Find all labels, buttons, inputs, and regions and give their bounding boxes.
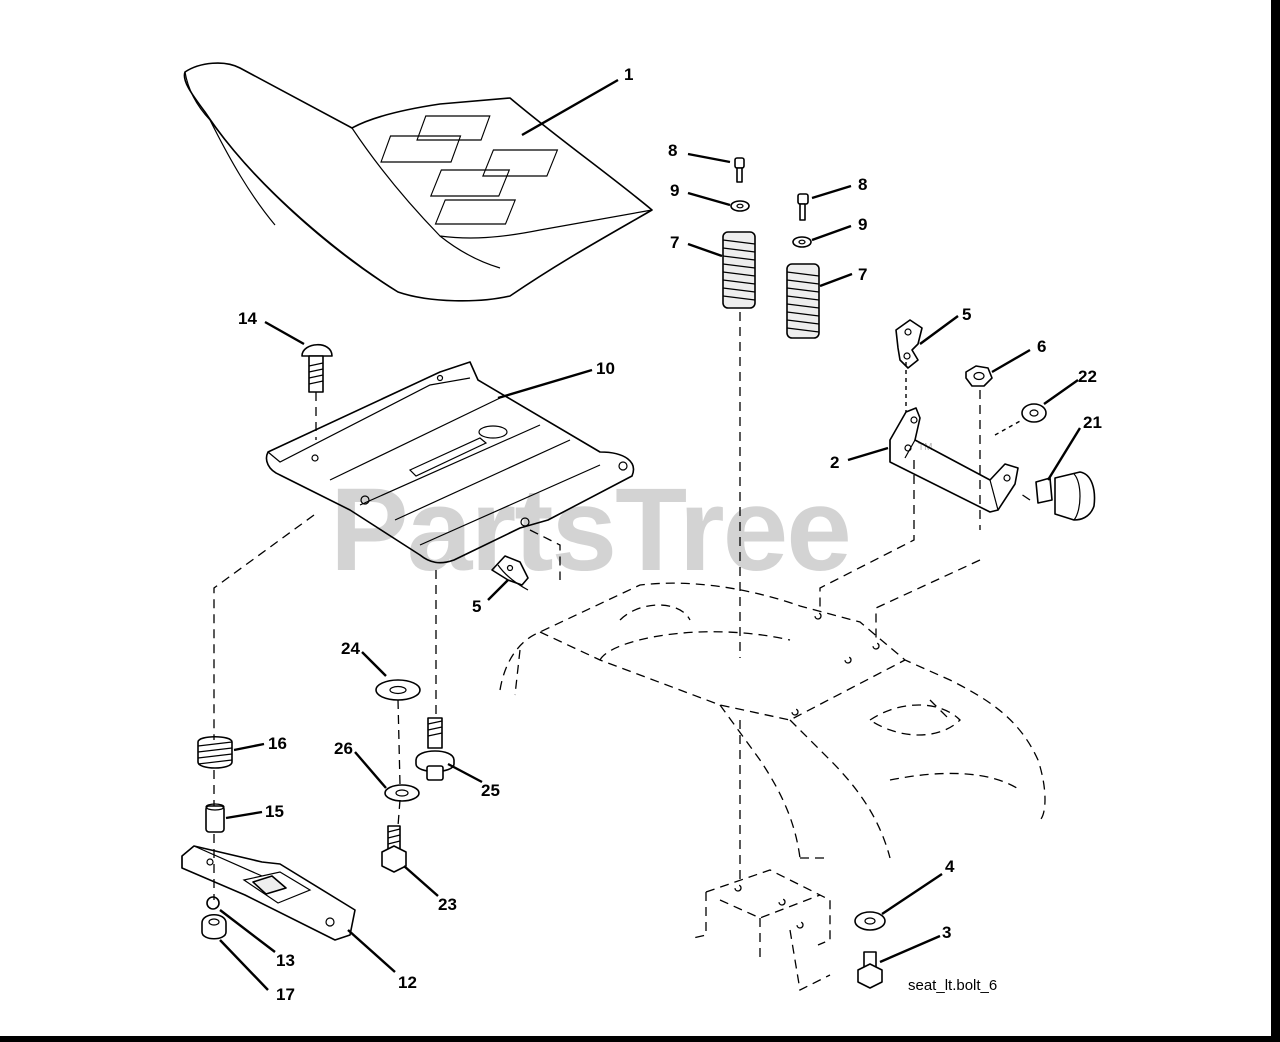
hex-bolt-right-part[interactable] — [857, 951, 883, 989]
shoulder-bolt-part[interactable] — [1035, 471, 1096, 521]
watermark: PartsTree TM — [330, 442, 932, 596]
callout-24[interactable]: 24 — [341, 639, 360, 658]
spring-assembly-left[interactable] — [722, 157, 756, 309]
callout-10[interactable]: 10 — [596, 359, 615, 378]
hex-bolt-part[interactable] — [381, 825, 407, 873]
callout-13[interactable]: 13 — [276, 951, 295, 970]
shoulder-stud-part[interactable] — [415, 717, 455, 781]
callout-6[interactable]: 6 — [1037, 337, 1046, 356]
callout-21[interactable]: 21 — [1083, 413, 1102, 432]
callout-3[interactable]: 3 — [942, 923, 951, 942]
callout-9-right[interactable]: 9 — [858, 215, 867, 234]
assembly-lines — [213, 312, 1031, 900]
flat-washer-large-part[interactable] — [375, 679, 421, 701]
callout-1[interactable]: 1 — [624, 65, 633, 84]
callout-5-upper[interactable]: 5 — [962, 305, 971, 324]
callout-8-left[interactable]: 8 — [668, 141, 677, 160]
callout-7-right[interactable]: 7 — [858, 265, 867, 284]
seat-bracket-part[interactable] — [889, 407, 1019, 513]
callout-7-left[interactable]: 7 — [670, 233, 679, 252]
callout-5-lower[interactable]: 5 — [472, 597, 481, 616]
carriage-bolt-part[interactable] — [301, 343, 333, 393]
watermark-text: PartsTree — [330, 464, 850, 596]
callout-16[interactable]: 16 — [268, 734, 287, 753]
seat-adjust-plate-part[interactable] — [181, 845, 356, 941]
callout-17[interactable]: 17 — [276, 985, 295, 1004]
callout-4[interactable]: 4 — [945, 857, 955, 876]
spacer-part[interactable] — [205, 803, 225, 833]
callout-15[interactable]: 15 — [265, 802, 284, 821]
tractor-chassis-outline — [499, 582, 1046, 859]
callout-9-left[interactable]: 9 — [670, 181, 679, 200]
flat-washer-right-part[interactable] — [854, 911, 886, 931]
callout-12[interactable]: 12 — [398, 973, 417, 992]
spring-assembly-right[interactable] — [786, 193, 820, 339]
callout-labels: 1 8 8 9 9 7 7 5 6 22 21 2 14 10 5 24 16 … — [238, 65, 1102, 1004]
leader-lines — [219, 78, 1082, 991]
compression-spring-part[interactable] — [197, 735, 233, 769]
callout-8-right[interactable]: 8 — [858, 175, 867, 194]
lock-washer-part[interactable] — [1021, 403, 1047, 423]
callout-26[interactable]: 26 — [334, 739, 353, 758]
callout-2[interactable]: 2 — [830, 453, 839, 472]
seat-part[interactable] — [183, 62, 653, 302]
watermark-trademark: TM — [918, 442, 932, 453]
callout-23[interactable]: 23 — [438, 895, 457, 914]
flange-nut-part[interactable] — [201, 896, 227, 940]
seat-clip-lower-part[interactable] — [491, 555, 529, 591]
hex-nut-part[interactable] — [965, 365, 993, 387]
callout-22[interactable]: 22 — [1078, 367, 1097, 386]
callout-25[interactable]: 25 — [481, 781, 500, 800]
flat-washer-small-part[interactable] — [384, 784, 420, 802]
diagram-code: seat_lt.bolt_6 — [908, 977, 997, 994]
seat-pan-part[interactable] — [265, 361, 635, 564]
seat-clip-upper-part[interactable] — [895, 319, 923, 369]
callout-14[interactable]: 14 — [238, 309, 257, 328]
lower-frame-bracket — [692, 869, 831, 991]
